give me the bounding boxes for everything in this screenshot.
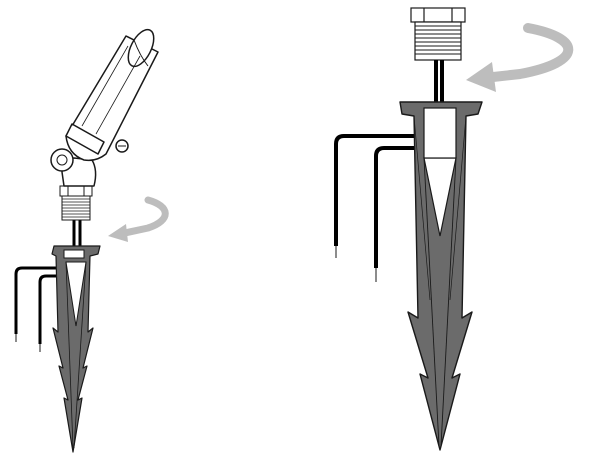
left-wire-tips xyxy=(15,334,41,352)
fixture-shroud-opening xyxy=(127,28,155,68)
fixture-collar xyxy=(65,123,105,155)
left-assembly xyxy=(14,28,169,453)
right-stake-edge-a xyxy=(413,115,431,301)
right-twist-arrow xyxy=(466,23,574,92)
left-threaded-nipple xyxy=(59,185,93,221)
left-twist-arrow xyxy=(108,196,169,242)
left-twist-arrow-head xyxy=(108,224,128,242)
spotlight-fixture xyxy=(50,28,159,187)
left-ground-stake xyxy=(51,245,101,453)
left-nipple-nut xyxy=(59,185,93,197)
left-stake-ridge-a xyxy=(65,261,74,449)
right-stake-ridge-a xyxy=(423,157,440,447)
fixture-shroud-inner xyxy=(133,39,149,67)
left-stake-socket xyxy=(63,249,85,259)
right-ground-stake xyxy=(399,101,483,451)
right-twist-arrow-head xyxy=(466,62,496,92)
left-nipple-threads xyxy=(62,198,90,218)
left-stake-body xyxy=(51,245,101,453)
right-stake-edge-b xyxy=(449,115,467,301)
right-hex-fitting xyxy=(410,7,466,61)
left-stake-notch xyxy=(65,261,87,327)
right-stake-ridge-b xyxy=(440,157,457,447)
right-fitting-threads xyxy=(415,25,461,55)
right-stake-socket xyxy=(423,107,457,159)
right-wire-tips xyxy=(335,246,377,282)
left-stake-ridge-b xyxy=(73,261,87,449)
right-hex-nut xyxy=(410,7,466,23)
right-assembly xyxy=(334,7,574,451)
